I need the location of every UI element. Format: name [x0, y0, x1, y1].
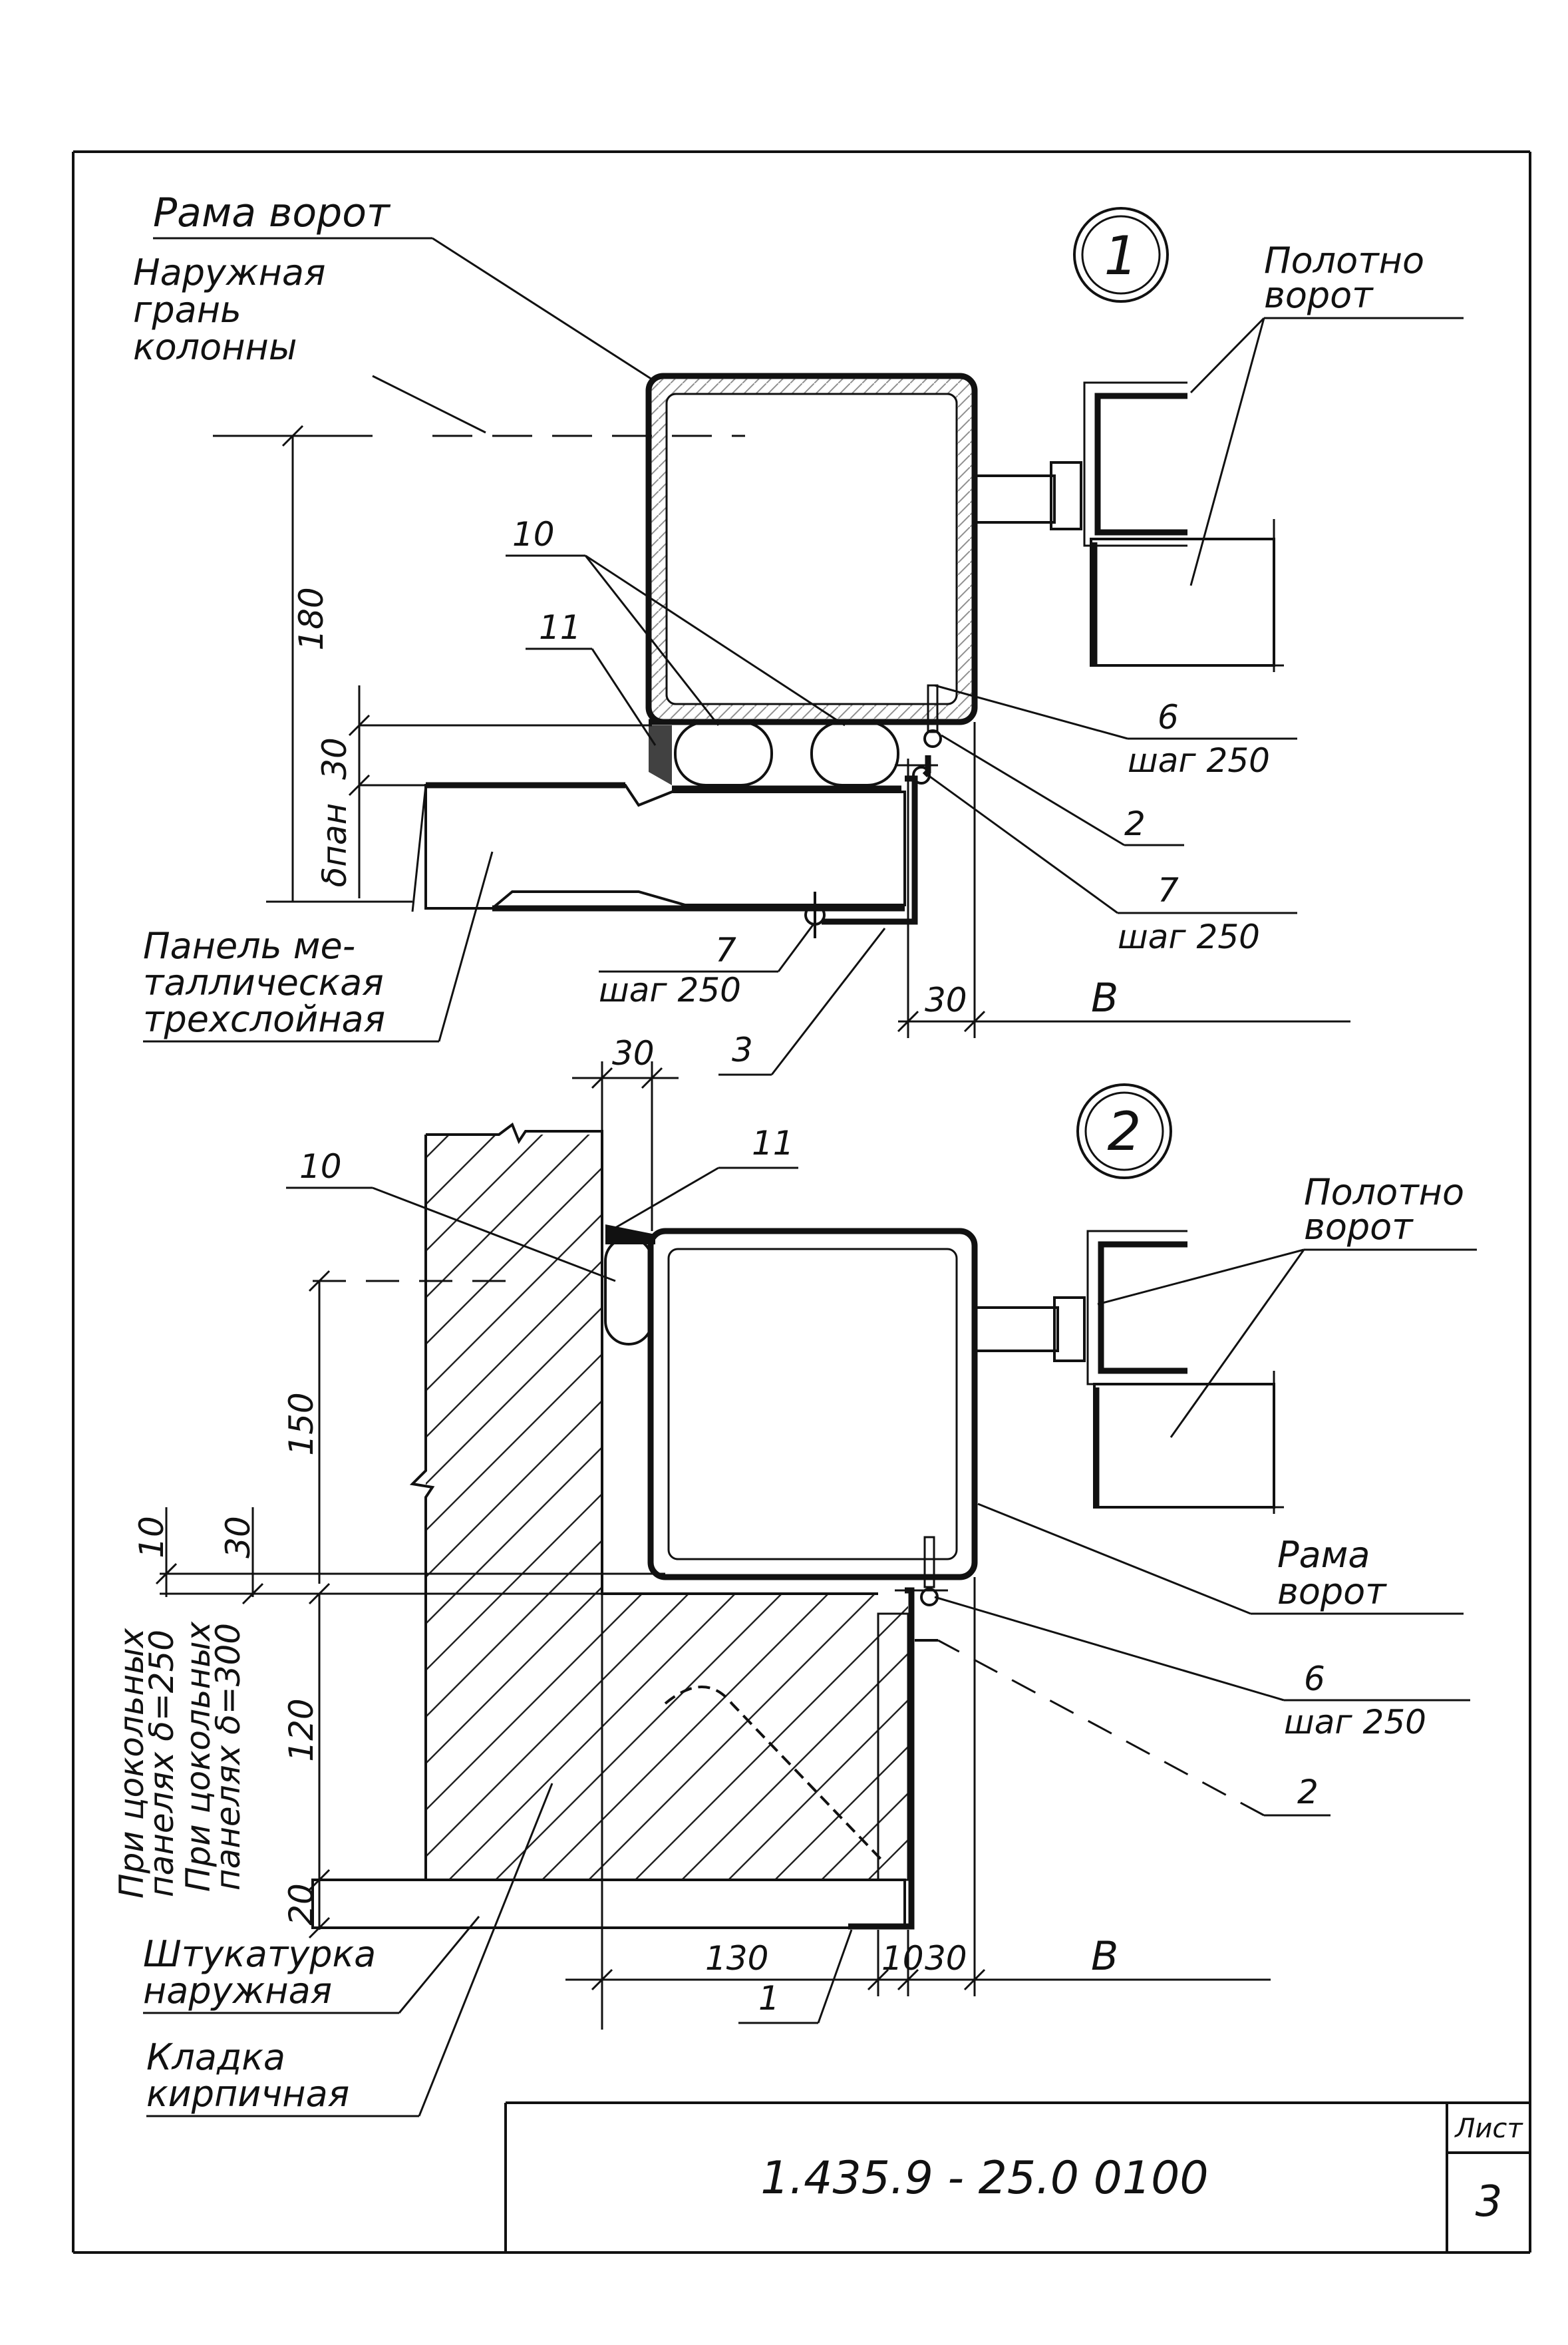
svg-text:7: 7 — [1158, 871, 1179, 910]
svg-text:11: 11 — [539, 608, 581, 647]
sheet-number: 3 — [1476, 2177, 1503, 2227]
svg-text:30: 30 — [315, 737, 354, 780]
svg-text:11: 11 — [752, 1124, 794, 1163]
callout-1-2: 1 — [738, 1929, 853, 2024]
title-block: 1.435.9 - 25.0 0100 Лист 3 — [504, 2101, 1530, 2253]
label-plaster: Штукатурка наружная — [143, 1916, 480, 2014]
node-1-bolts — [804, 684, 942, 938]
svg-text:ворот: ворот — [1277, 1570, 1387, 1612]
svg-text:1: 1 — [758, 1979, 780, 2018]
svg-text:шаг 250: шаг 250 — [1284, 1703, 1426, 1741]
callout-11: 11 — [526, 608, 657, 746]
svg-text:панелях δ=250: панелях δ=250 — [142, 1630, 181, 1897]
svg-text:наружная: наружная — [143, 1970, 332, 2012]
svg-text:120: 120 — [282, 1698, 321, 1761]
callout-2-2: 2 — [937, 1639, 1331, 1817]
svg-text:180: 180 — [292, 587, 331, 650]
drawing-code: 1.435.9 - 25.0 0100 — [760, 2152, 1208, 2205]
node-1-dimensions: 180 30 δпан 30 B — [213, 425, 1350, 1038]
node-2-marker: 2 — [1076, 1083, 1172, 1179]
callout-6: 6 шаг 250 — [934, 684, 1297, 780]
svg-text:панелях δ=300: панелях δ=300 — [209, 1623, 247, 1891]
svg-text:130: 130 — [705, 1939, 768, 1978]
node-1-marker: 1 — [1073, 207, 1169, 303]
node-2-connector — [973, 1296, 1086, 1362]
svg-text:150: 150 — [282, 1392, 321, 1455]
label-frame-2: Рама ворот — [977, 1503, 1464, 1615]
callout-10-2: 10 — [286, 1147, 616, 1282]
sheet-label: Лист — [1454, 2113, 1523, 2144]
callout-11-2: 11 — [615, 1124, 798, 1229]
svg-text:3: 3 — [732, 1031, 753, 1069]
svg-text:Штукатурка: Штукатурка — [143, 1933, 376, 1975]
svg-text:6: 6 — [1158, 698, 1179, 737]
label-brick: Кладка кирпичная — [146, 1783, 553, 2117]
sheet-border — [72, 150, 1531, 2254]
svg-text:грань: грань — [133, 289, 241, 331]
svg-text:шаг 250: шаг 250 — [599, 971, 741, 1009]
callout-6-2: 6 шаг 250 — [934, 1596, 1470, 1741]
svg-text:7: 7 — [715, 931, 736, 970]
svg-text:B: B — [1091, 1933, 1118, 1980]
svg-text:10: 10 — [512, 515, 555, 554]
svg-text:Полотно: Полотно — [1304, 1171, 1464, 1213]
svg-text:Панель ме-: Панель ме- — [143, 925, 355, 967]
node-2-gate-leaf — [1086, 1230, 1284, 1514]
node-2-dimensions: 30 150 10 30 120 20 — [132, 1034, 1271, 2030]
callout-3: 3 — [718, 928, 886, 1076]
svg-text:30: 30 — [925, 1939, 967, 1978]
node-2: 2 — [112, 1034, 1477, 2117]
callout-7-left: 7 шаг 250 — [599, 924, 814, 1009]
svg-text:20: 20 — [282, 1883, 321, 1926]
svg-text:2: 2 — [1297, 1773, 1319, 1811]
svg-text:Полотно: Полотно — [1264, 240, 1424, 281]
callout-10: 10 — [506, 515, 846, 727]
node-1-angle — [822, 755, 938, 925]
label-vertical-notes: При цокольных панелях δ=250 При цокольны… — [112, 1621, 247, 1898]
svg-text:ворот: ворот — [1304, 1206, 1414, 1248]
svg-text:30: 30 — [219, 1516, 257, 1558]
svg-text:шаг 250: шаг 250 — [1118, 918, 1260, 956]
node-1-gate-frame — [645, 373, 978, 725]
node-2-angle — [848, 1587, 948, 1930]
svg-text:Наружная: Наружная — [133, 252, 325, 293]
svg-text:6: 6 — [1304, 1660, 1325, 1698]
svg-text:10: 10 — [132, 1516, 171, 1558]
callout-7-right: 7 шаг 250 — [927, 774, 1297, 956]
svg-text:таллическая: таллическая — [143, 962, 384, 1003]
label-leaf: Полотно ворот — [1189, 240, 1464, 586]
svg-text:10: 10 — [299, 1147, 342, 1186]
svg-text:30: 30 — [612, 1034, 655, 1073]
label-leaf-2: Полотно ворот — [1097, 1171, 1477, 1438]
svg-text:Кладка: Кладка — [146, 2036, 285, 2078]
node-2-plaster — [311, 1612, 909, 1929]
svg-text:δпан: δпан — [315, 803, 354, 888]
node-1: 1 — [133, 190, 1464, 1076]
svg-text:колонны: колонны — [133, 326, 297, 368]
node-1-sandwich-panel — [411, 782, 906, 912]
node-2-gate-frame — [647, 1228, 978, 1580]
svg-text:ворот: ворот — [1264, 274, 1374, 316]
svg-text:30: 30 — [925, 981, 967, 1019]
svg-text:При цокольных: При цокольных — [179, 1621, 218, 1892]
label-frame: Рама ворот — [153, 190, 391, 236]
node-1-connector — [973, 461, 1082, 530]
svg-text:1: 1 — [1104, 225, 1138, 287]
label-column-face: Наружная грань колонны — [133, 252, 745, 437]
svg-text:2: 2 — [1108, 1101, 1142, 1163]
callout-2: 2 — [941, 734, 1184, 846]
svg-text:При цокольных: При цокольных — [112, 1628, 151, 1898]
label-panel: Панель ме- таллическая трехслойная — [143, 851, 494, 1043]
svg-text:трехслойная: трехслойная — [143, 998, 385, 1040]
svg-text:Рама: Рама — [1277, 1534, 1370, 1576]
node-1-gate-leaf — [1083, 381, 1284, 672]
svg-text:2: 2 — [1124, 805, 1146, 843]
svg-text:10: 10 — [881, 1939, 924, 1978]
svg-text:B: B — [1091, 975, 1118, 1021]
svg-text:шаг 250: шаг 250 — [1128, 741, 1270, 780]
node-1-seals — [649, 719, 911, 792]
svg-text:кирпичная: кирпичная — [146, 2073, 349, 2115]
